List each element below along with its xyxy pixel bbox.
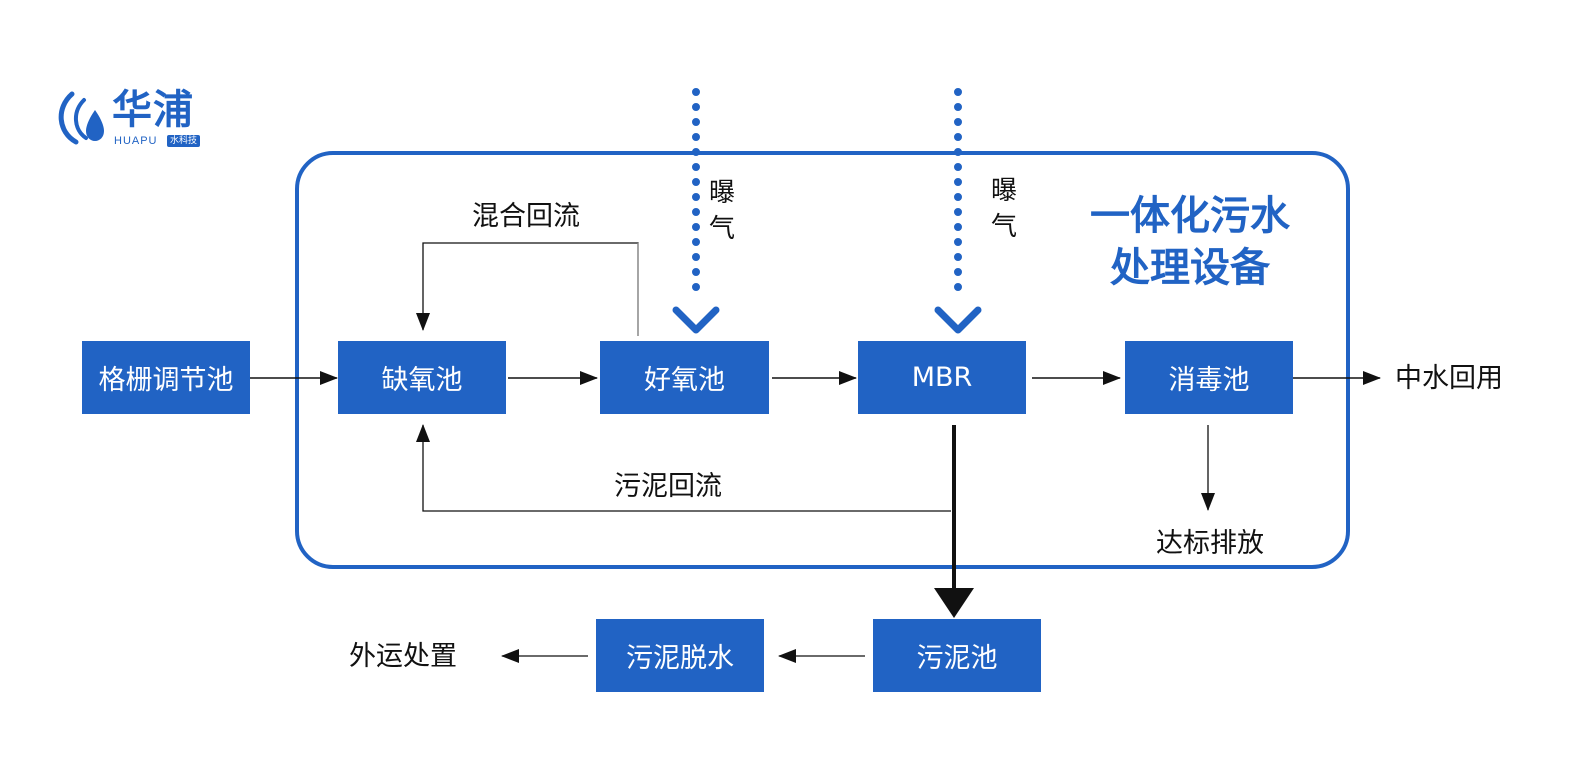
logo-tag: 水科技 bbox=[167, 135, 201, 147]
logo-latin-text: HUAPU bbox=[114, 135, 158, 147]
equipment-frame bbox=[295, 151, 1350, 569]
label-aeration-1-char-1: 曝 bbox=[708, 178, 735, 208]
sludge-reflux-line bbox=[416, 424, 951, 512]
logo-drop-icon bbox=[58, 91, 104, 145]
equipment-title-line-1: 一体化污水 bbox=[1090, 192, 1290, 239]
aeration-line-2 bbox=[934, 88, 982, 334]
label-mixed-reflux: 混合回流 bbox=[472, 201, 580, 232]
label-aeration-1: 曝 气 bbox=[706, 175, 738, 247]
mixed-reflux-line bbox=[416, 242, 639, 336]
node-screen-tank: 格栅调节池 bbox=[82, 341, 250, 414]
logo-brand-text: 华浦 bbox=[112, 87, 194, 133]
node-anoxic-tank: 缺氧池 bbox=[338, 341, 506, 414]
node-sludge-dewatering: 污泥脱水 bbox=[596, 619, 764, 692]
arrow-mbr-to-sludge-tank-head bbox=[934, 588, 974, 618]
label-discharge: 达标排放 bbox=[1156, 528, 1264, 559]
node-disinfection-tank: 消毒池 bbox=[1125, 341, 1293, 414]
equipment-title-line-2: 处理设备 bbox=[1110, 244, 1270, 291]
label-sludge-reflux: 污泥回流 bbox=[614, 471, 722, 502]
node-aerobic-tank: 好氧池 bbox=[600, 341, 769, 414]
label-aeration-2: 曝 气 bbox=[988, 173, 1020, 245]
label-aeration-2-char-2: 气 bbox=[990, 212, 1017, 242]
label-reclaimed-water: 中水回用 bbox=[1395, 363, 1503, 394]
label-outbound-disposal: 外运处置 bbox=[349, 641, 457, 672]
label-aeration-2-char-1: 曝 bbox=[990, 176, 1017, 206]
node-sludge-tank: 污泥池 bbox=[873, 619, 1041, 692]
aeration-line-1 bbox=[672, 88, 720, 334]
label-aeration-1-char-2: 气 bbox=[708, 214, 735, 244]
node-mbr: MBR bbox=[858, 341, 1026, 414]
